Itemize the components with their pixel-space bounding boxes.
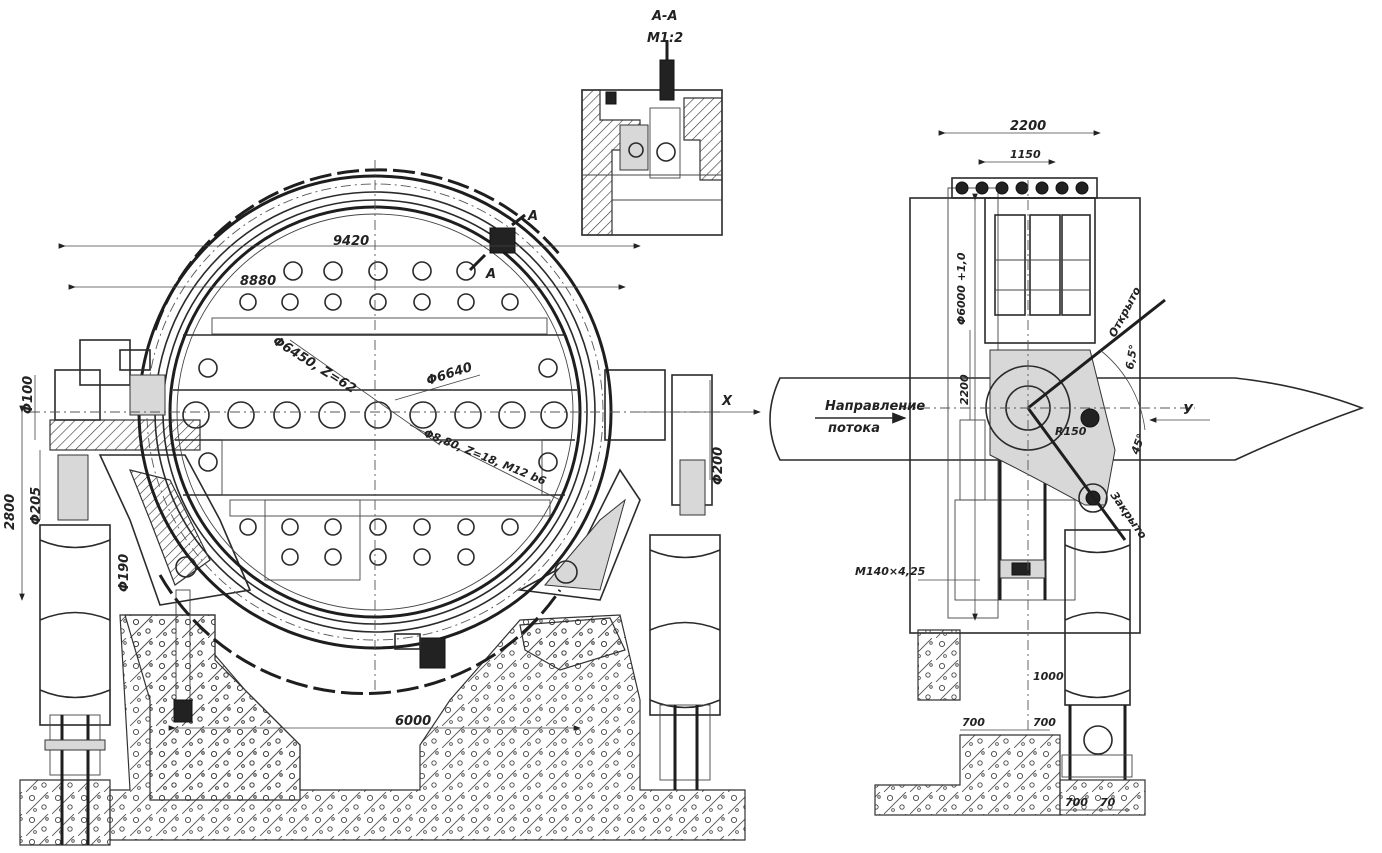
dim-teeth: Φ8,80, Z=18, M12 b6 <box>422 427 548 488</box>
axis-y: У <box>1183 403 1194 418</box>
rim-clamps <box>119 227 516 669</box>
section-title: А-А <box>651 9 678 24</box>
dim-1150: 1150 <box>1010 148 1041 161</box>
label-closed: Закрыто <box>1108 489 1150 541</box>
dim-2200-side: 2200 <box>958 374 971 405</box>
side-foundation <box>874 734 1061 816</box>
dim-6000-dia: Φ6000 +1,0 <box>955 252 968 325</box>
section-a-a: А-А M1:2 <box>581 9 723 236</box>
side-view: 2200 1150 Φ6000 +1,0 2200 R150 M140×4,25… <box>769 119 1365 816</box>
axis-x: X <box>721 394 733 409</box>
dim-700-b: 700 <box>1033 716 1056 729</box>
dim-9420: 9420 <box>333 234 369 249</box>
dim-r150: R150 <box>1055 425 1087 438</box>
flow-label-line1: Направление <box>825 399 925 414</box>
dim-angle-45: 45° <box>1128 432 1148 457</box>
dim-205: Φ205 <box>29 487 44 525</box>
dim-100: Φ100 <box>21 376 36 414</box>
cut-mark-a-bottom: А <box>485 267 496 282</box>
dim-700-a: 700 <box>962 716 985 729</box>
top-gear-teeth <box>951 177 1098 199</box>
dim-2200-top: 2200 <box>1010 119 1046 134</box>
right-support-column <box>649 534 721 716</box>
dim-1000: 1000 <box>1033 670 1064 683</box>
dim-8880: 8880 <box>240 274 276 289</box>
dim-gear: Φ6450, Z=62 <box>270 334 359 397</box>
dim-angle-small: 6,5° <box>1123 344 1140 371</box>
bolt-holes <box>175 261 578 584</box>
hydraulic-cylinder <box>1064 529 1131 706</box>
section-scale: M1:2 <box>647 31 683 46</box>
cut-mark-a-top: А <box>527 209 538 224</box>
front-view: 9420 8880 Φ6450, Z=62 Φ6640 Φ8,80, Z=18,… <box>3 160 761 846</box>
left-support-column <box>39 524 111 726</box>
dim-70: 70 <box>1100 796 1116 809</box>
dim-200: Φ200 <box>711 447 726 485</box>
flow-arrow-body <box>769 377 1365 461</box>
dim-700-c: 700 <box>1065 796 1088 809</box>
dim-6000: 6000 <box>395 714 431 729</box>
dim-6640: Φ6640 <box>425 360 475 389</box>
dim-2800: 2800 <box>3 494 18 530</box>
flow-label-line2: потока <box>828 421 880 436</box>
dim-thread: M140×4,25 <box>855 565 926 578</box>
dim-190: Φ190 <box>117 554 132 592</box>
